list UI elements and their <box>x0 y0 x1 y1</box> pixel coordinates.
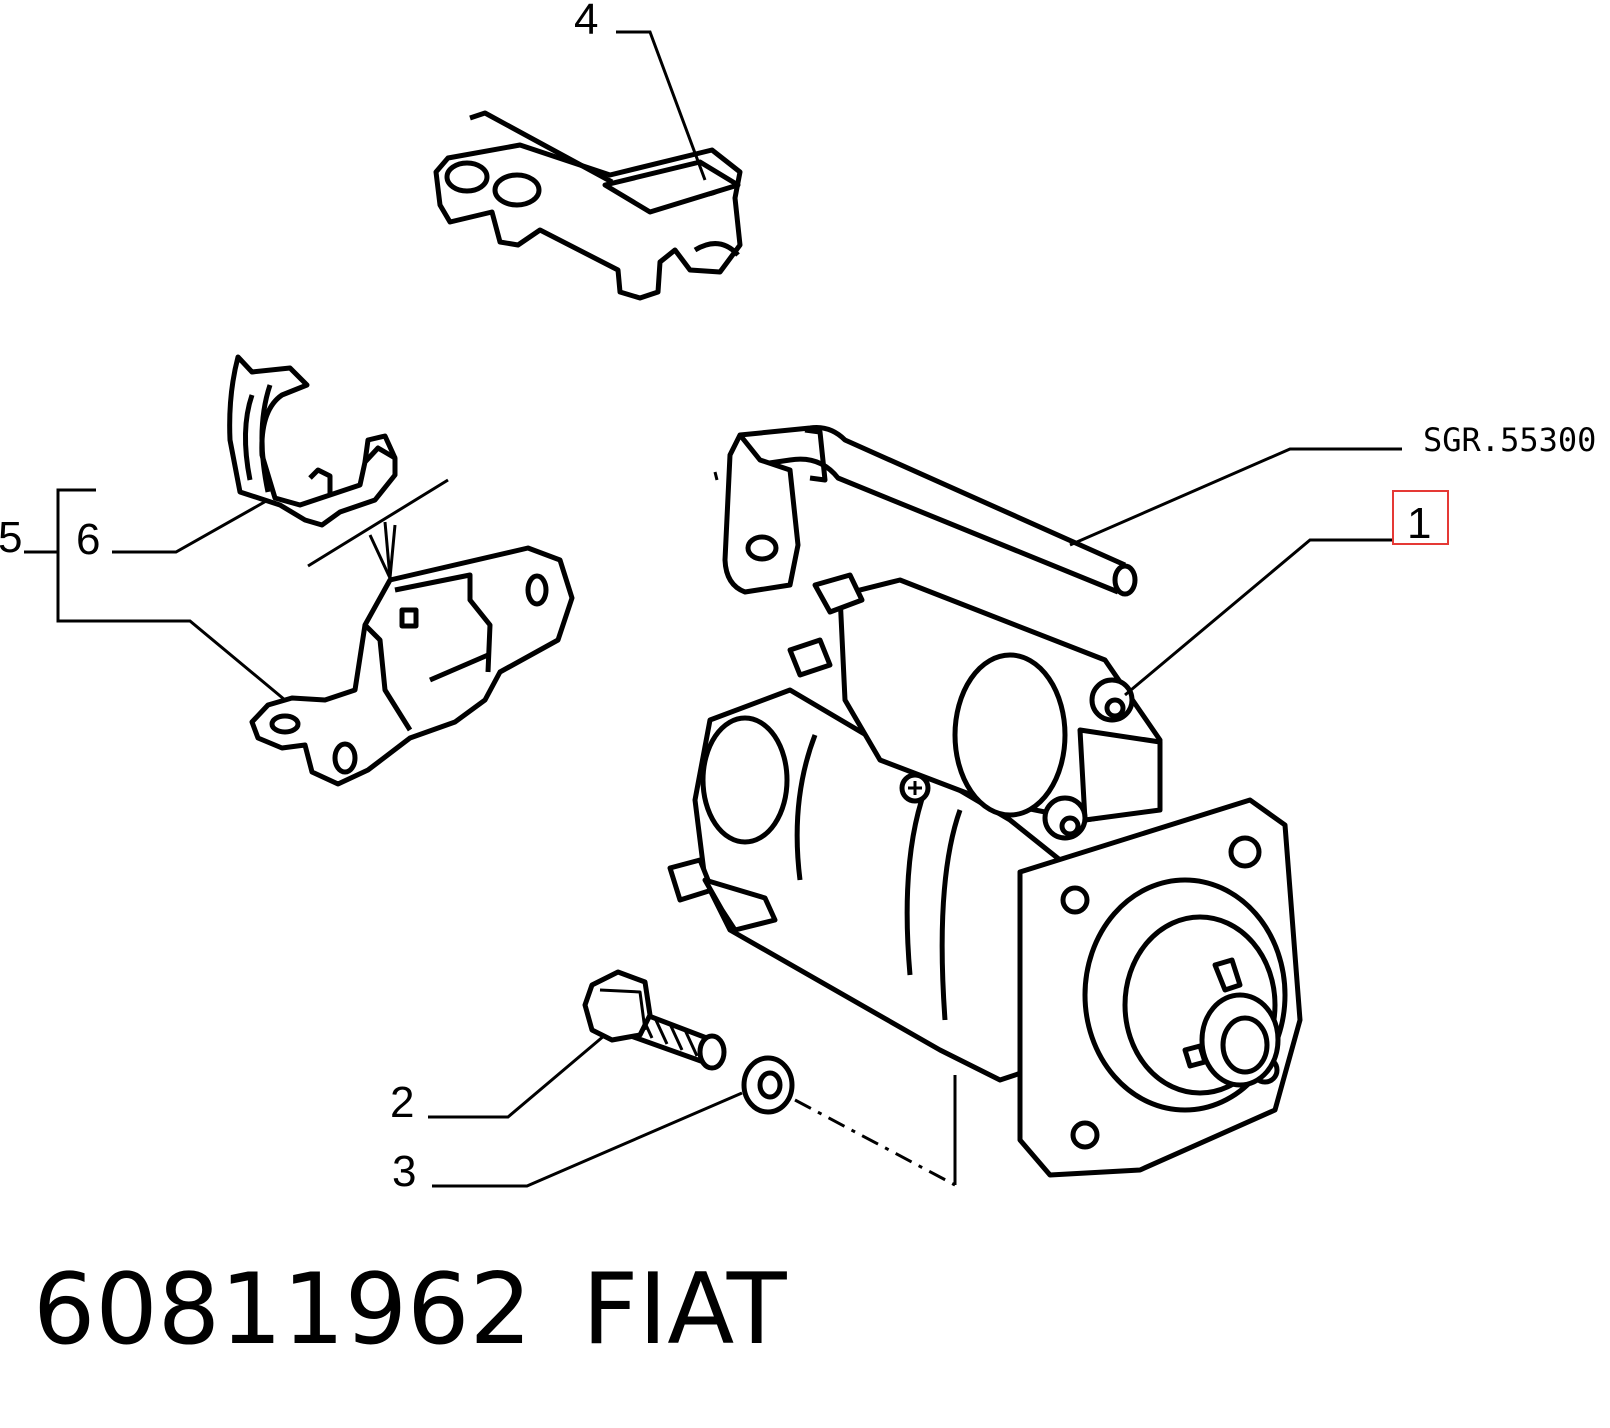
washer-part-3 <box>741 1055 795 1115</box>
starter-motor-part-1 <box>667 572 1303 1178</box>
callout-label-6: 6 <box>76 515 100 564</box>
callout-label-4: 4 <box>574 0 598 44</box>
cable-assembly <box>722 425 1138 597</box>
bracket-part-4 <box>433 110 743 301</box>
callout-label-3: 3 <box>392 1147 416 1196</box>
brand-name: FIAT <box>582 1253 788 1367</box>
part-number: 60811962 <box>33 1253 532 1367</box>
clip-part-6 <box>227 354 398 528</box>
callout-label-2: 2 <box>390 1078 414 1127</box>
bolt-part-2 <box>582 969 727 1071</box>
leader-lines <box>24 30 1402 1188</box>
bracket-plate-part-5 <box>249 545 575 787</box>
callout-label-1: 1 <box>1407 499 1431 548</box>
callout-highlight-box <box>1392 490 1449 545</box>
reference-label: SGR.55300 <box>1423 421 1596 459</box>
callout-label-5: 5 <box>0 513 22 562</box>
